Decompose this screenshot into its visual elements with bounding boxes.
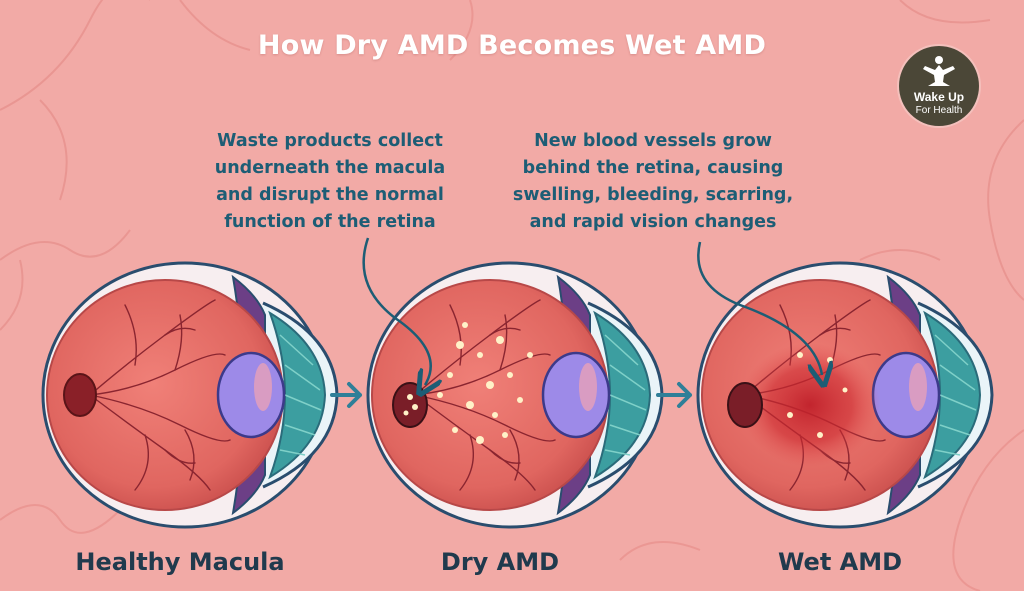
dry-macula [392,382,428,428]
bleeding-area [740,343,880,467]
callout-line: underneath the macula [214,158,446,178]
callout-line: and rapid vision changes [529,212,777,232]
wet-callout-pointer [697,241,822,375]
wet-eye-illustration [696,261,994,529]
arrow-healthy-to-dry [330,382,362,408]
page-title: How Dry AMD Becomes Wet AMD [257,30,767,61]
callout-line: behind the retina, causing [522,158,784,178]
stage-arrows [330,382,692,408]
callout-line: New blood vessels grow [534,131,772,151]
meditation-icon [923,56,955,86]
wake-up-for-health-logo: Wake Up For Health [899,46,979,126]
wet-amd-callout: New blood vessels grow behind the retina… [488,128,818,236]
wet-macula [727,382,763,428]
wet-amd-label: Wet AMD [777,548,903,576]
callout-line: Waste products collect [217,131,443,151]
dry-callout-pointer [362,237,431,385]
healthy-macula-label: Healthy Macula [75,548,285,576]
dry-amd-label: Dry AMD [440,548,560,576]
dry-eye-illustration [366,261,664,529]
logo-line-2: For Health [915,105,963,116]
callout-line: and disrupt the normal [216,185,444,205]
healthy-eye-illustration [41,261,339,529]
callout-line: swelling, bleeding, scarring, [512,185,794,205]
healthy-macula [63,373,97,417]
dry-amd-callout: Waste products collect underneath the ma… [175,128,485,236]
arrow-dry-to-wet [656,382,692,408]
callout-line: function of the retina [224,212,436,232]
logo-line-1: Wake Up [913,90,965,104]
